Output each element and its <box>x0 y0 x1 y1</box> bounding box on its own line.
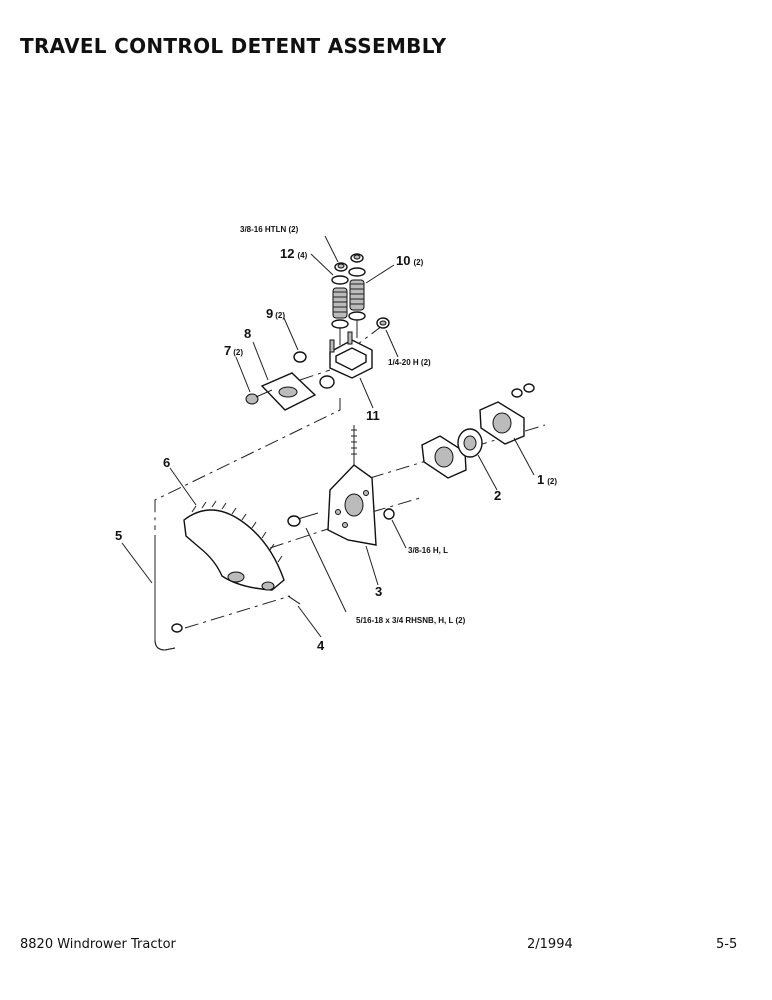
callout-2: 2 <box>494 488 501 503</box>
washer-top-right <box>348 267 366 277</box>
footer-model: 8820 Windrower Tractor <box>20 937 176 952</box>
callout-1: 1(2) <box>537 472 557 487</box>
nut-flange-b <box>523 383 535 393</box>
bearing-item-2 <box>457 428 483 458</box>
bracket-item-11 <box>329 331 373 379</box>
hex-nut-38 <box>383 508 395 520</box>
footer-date: 2/1994 <box>527 937 573 952</box>
hex-nut-quarter <box>376 317 390 329</box>
callout-4: 4 <box>317 638 325 653</box>
callout-3: 3 <box>375 584 382 599</box>
page-title: TRAVEL CONTROL DETENT ASSEMBLY <box>20 34 447 58</box>
toothed-sector-item-6 <box>183 500 285 591</box>
washer-top-left <box>331 275 349 285</box>
l-rod-item-5 <box>154 535 183 651</box>
washer-bottom-right <box>348 311 366 321</box>
callout-5: 5 <box>115 528 122 543</box>
leader-lines <box>121 235 535 638</box>
callout-9: 9(2) <box>266 306 285 321</box>
htln-nut-right <box>350 253 364 263</box>
bolt-item-7 <box>245 389 273 405</box>
detent-plate-item-8 <box>260 372 317 411</box>
flange-item-1-left <box>421 435 467 479</box>
spring-right <box>349 279 365 311</box>
footer-page-number: 5-5 <box>716 937 738 952</box>
callout-8: 8 <box>244 326 251 341</box>
hardware-callout-htln: 3/8-16 HTLN (2) <box>240 225 299 234</box>
callout-11: 11 <box>366 408 380 423</box>
spring-left <box>332 287 348 319</box>
hardware-callout-quarter-nut: 1/4-20 H (2) <box>388 358 431 367</box>
spacer-item-9-b <box>319 375 335 389</box>
htln-nut-left <box>334 262 348 272</box>
nut-flange-a <box>511 388 523 398</box>
callout-10: 10(2) <box>396 253 424 268</box>
hardware-callout-38-nut: 3/8-16 H, L <box>408 546 448 555</box>
callout-7: 7(2) <box>224 343 243 358</box>
spacer-item-9-a <box>293 351 307 363</box>
carriage-bolt <box>287 512 319 527</box>
mounting-plate-item-3 <box>327 425 377 546</box>
washer-bottom-left <box>331 319 349 329</box>
callout-12: 12(4) <box>280 246 308 261</box>
callout-6: 6 <box>163 455 170 470</box>
flange-item-1-right <box>479 401 525 445</box>
roll-pin-item-4 <box>287 595 301 605</box>
hardware-callout-rhsnb: 5/16-18 x 3/4 RHSNB, H, L (2) <box>356 616 466 625</box>
spring-stack <box>331 253 366 345</box>
